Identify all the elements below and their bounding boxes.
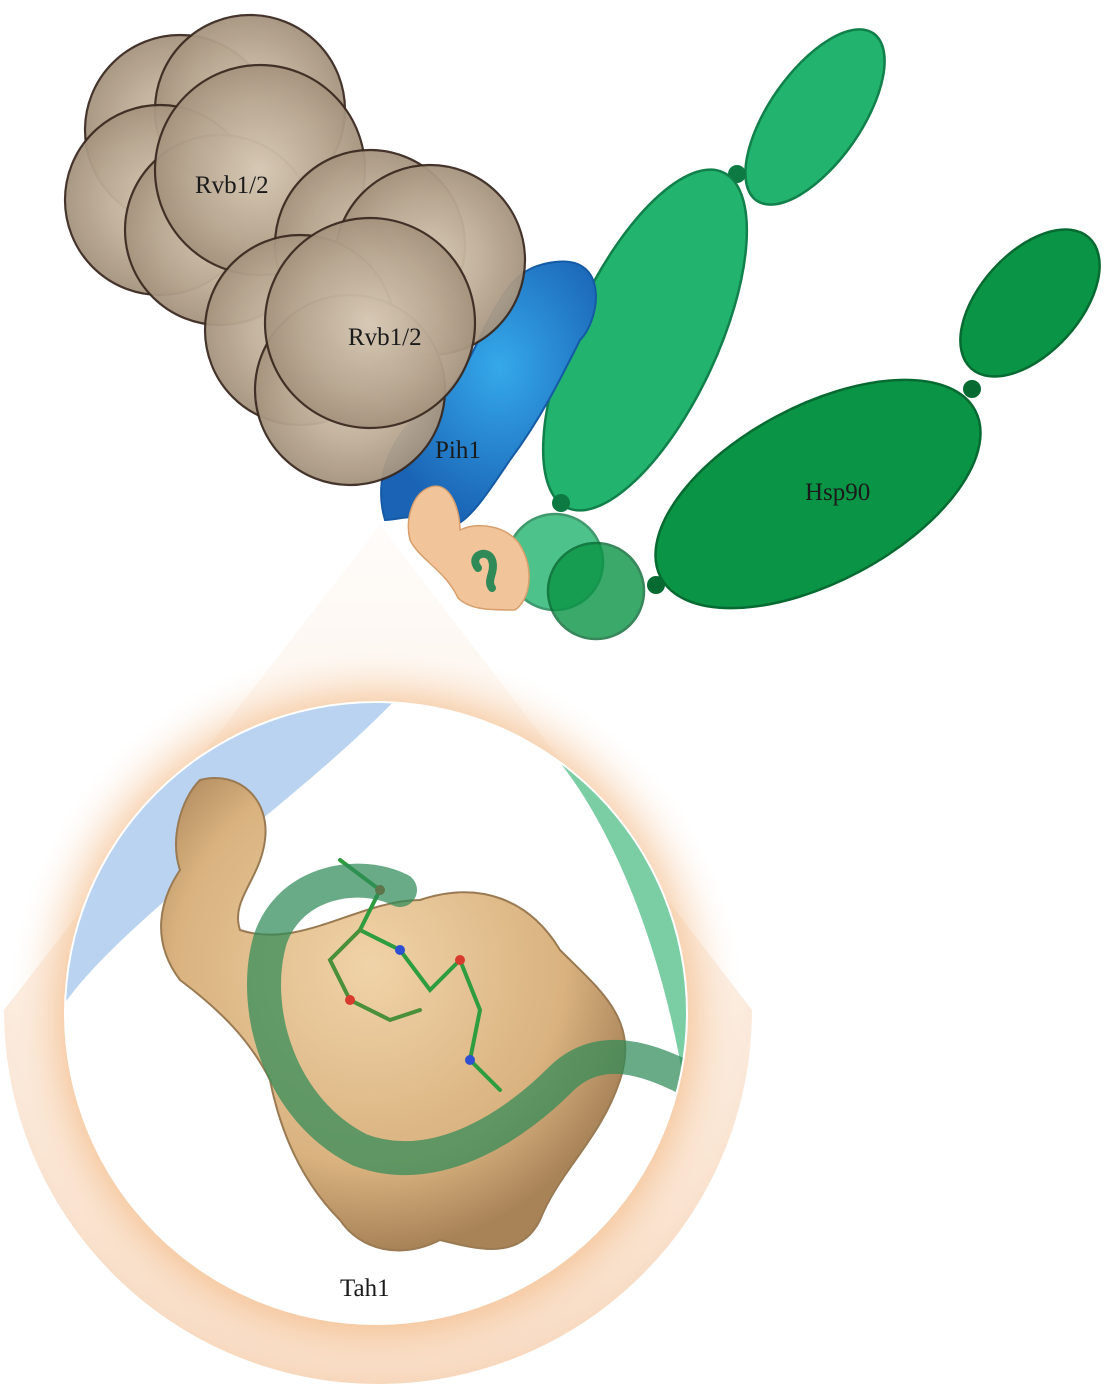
hsp90-label: Hsp90 bbox=[805, 479, 870, 506]
rvb-bottom-label: Rvb1/2 bbox=[348, 324, 422, 351]
tah1-label: Tah1 bbox=[340, 1275, 390, 1302]
magnifier-lens bbox=[4, 641, 748, 1385]
rvb-top-label: Rvb1/2 bbox=[195, 172, 269, 199]
pih1-label: Pih1 bbox=[435, 437, 481, 464]
